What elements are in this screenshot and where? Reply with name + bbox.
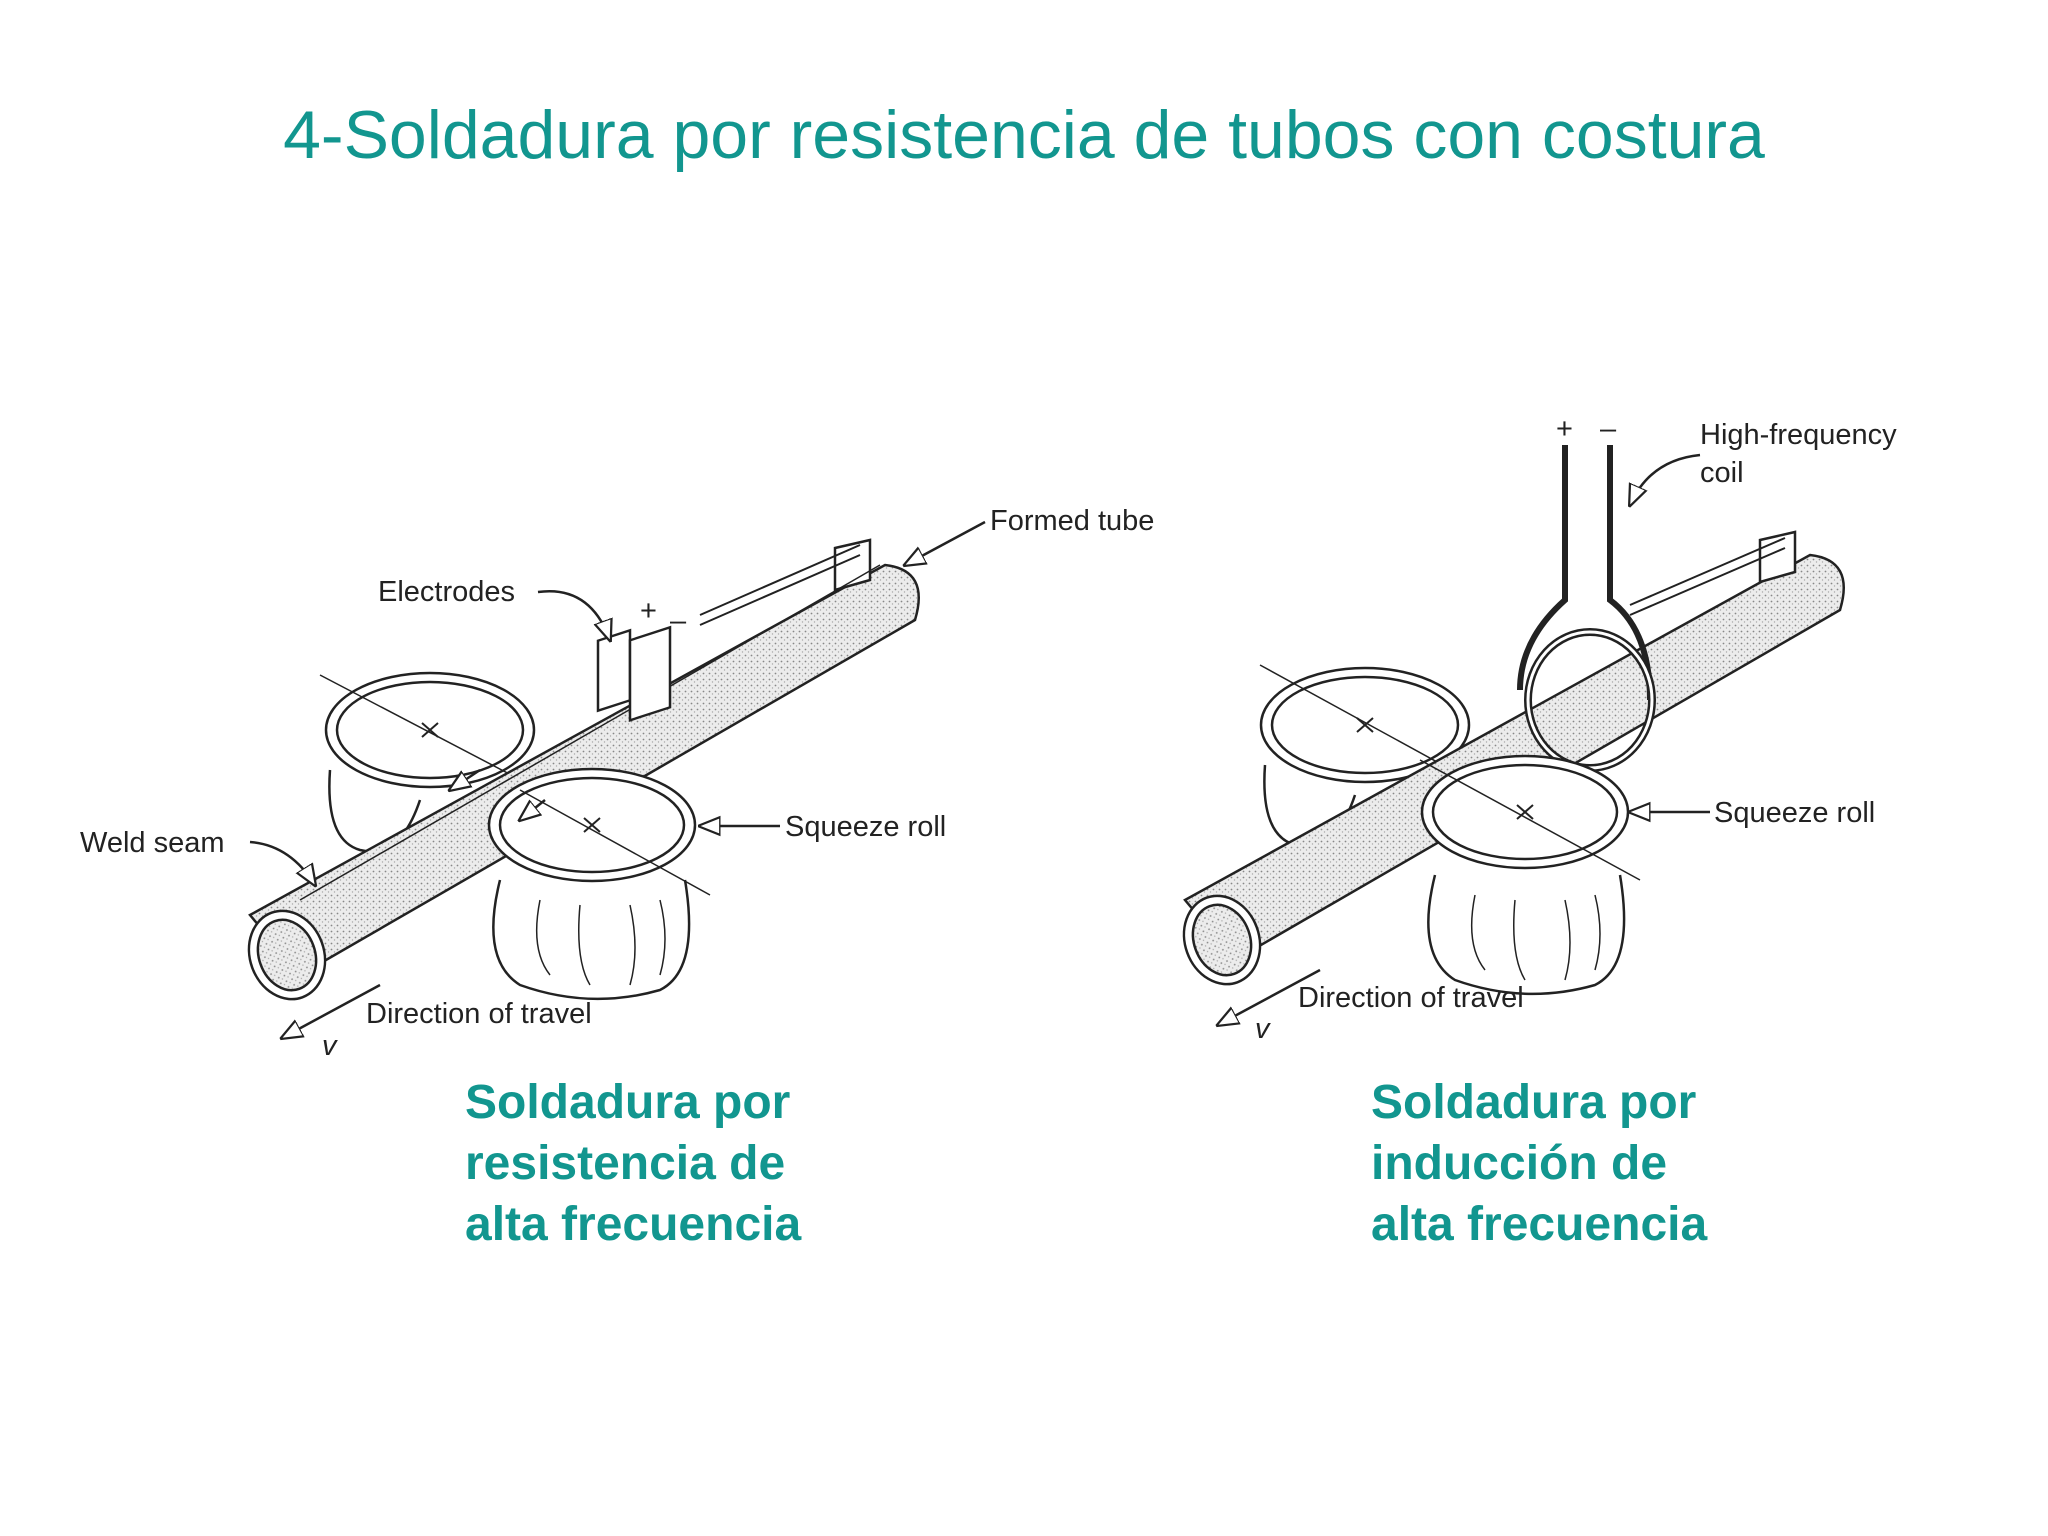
weld-seam-label: Weld seam [80, 827, 225, 859]
caption-resistance: Soldadura por resistencia de alta frecue… [465, 1072, 801, 1255]
electrodes [596, 625, 672, 722]
resistance-welding-diagram [247, 520, 986, 1038]
direction-of-travel-label-right: Direction of travel [1298, 982, 1524, 1014]
velocity-label: v [322, 1030, 338, 1062]
right-labels: + – High-frequency coil Squeeze roll Dir… [1255, 413, 1897, 1045]
slide-title: 4-Soldadura por resistencia de tubos con… [283, 97, 1765, 173]
caption-line: inducción de [1371, 1137, 1668, 1190]
velocity-label-right: v [1255, 1013, 1271, 1045]
back-squeeze-roll-right [1259, 664, 1471, 848]
caption-line: Soldadura por [1371, 1076, 1697, 1129]
left-labels: Electrodes + – Formed tube Weld seam Squ… [80, 505, 1154, 1062]
front-squeeze-roll [487, 767, 711, 1001]
caption-line: Soldadura por [465, 1076, 791, 1129]
coil-plus-label: + [1556, 413, 1573, 445]
caption-line: resistencia de [465, 1137, 786, 1190]
electrodes-label: Electrodes [378, 576, 515, 608]
coil-minus-label: – [1600, 413, 1617, 445]
caption-line: alta frecuencia [1371, 1198, 1708, 1251]
caption-induction: Soldadura por inducción de alta frecuenc… [1371, 1072, 1707, 1255]
electrodes-plus-label: + [640, 595, 657, 627]
coil-label-line2: coil [1700, 457, 1744, 489]
direction-of-travel-label: Direction of travel [366, 998, 592, 1030]
squeeze-roll-label-right: Squeeze roll [1714, 797, 1875, 829]
squeeze-roll-label: Squeeze roll [785, 811, 946, 843]
caption-line: alta frecuencia [465, 1198, 802, 1251]
front-squeeze-roll-right [1419, 754, 1641, 996]
induction-welding-diagram [1182, 445, 1845, 1025]
electrodes-minus-label: – [670, 605, 687, 637]
formed-tube-label: Formed tube [990, 505, 1154, 537]
coil-label-line1: High-frequency [1700, 419, 1897, 451]
